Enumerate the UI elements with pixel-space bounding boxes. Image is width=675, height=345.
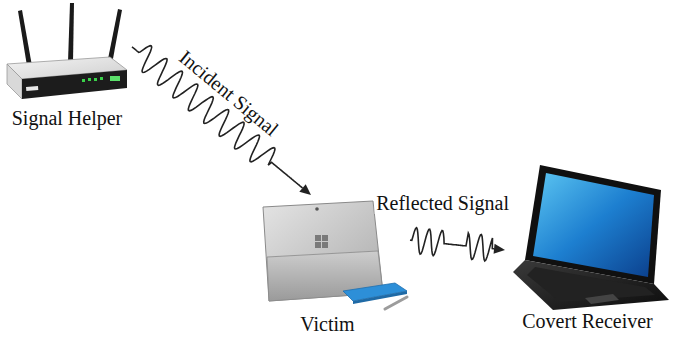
device-label: Signal Helper (12, 107, 123, 130)
arrowhead (494, 244, 505, 254)
signal-label: Incident Signal (174, 45, 285, 142)
device-label: Victim (300, 313, 354, 336)
signal-connector (132, 46, 311, 195)
arrowhead (299, 184, 311, 195)
signal-helper-device: Signal Helper (2, 2, 132, 130)
router-illustration (2, 2, 132, 107)
victim-device: Victim (245, 195, 410, 336)
signal-label: Reflected Signal (374, 192, 511, 214)
covert-receiver-device: Covert Receiver (505, 160, 670, 333)
signal-connector (410, 228, 505, 261)
signal-wave (410, 228, 494, 261)
signal-wave (132, 46, 303, 188)
laptop-illustration (505, 160, 670, 310)
device-label: Covert Receiver (522, 310, 653, 333)
